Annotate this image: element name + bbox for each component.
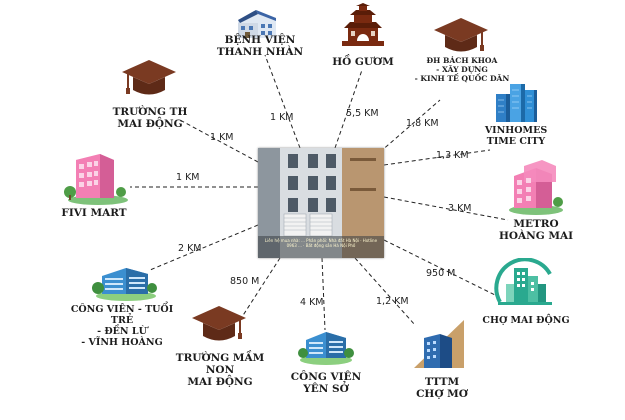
- distance-dh-bach-khoa: 1,8 KM: [406, 118, 439, 129]
- office-building-icon: [92, 262, 158, 306]
- connector-vinhomes-time-city: [383, 149, 491, 166]
- turtle-tower-icon: [340, 3, 386, 51]
- distance-vinhomes-time-city: 1,3 KM: [436, 150, 469, 161]
- connector-tttm-cho-mo: [354, 257, 416, 326]
- distance-fivi-mart: 1 KM: [176, 172, 200, 183]
- hospital-building-icon: [236, 6, 278, 44]
- distance-metro-hoang-mai: 3 KM: [448, 203, 472, 214]
- distance-cong-vien-tuoi-tre: 2 KM: [178, 243, 202, 254]
- place-label-cho-mai-dong: CHỢ MAI ĐỘNG: [482, 315, 570, 326]
- connector-truong-th-mai-dong: [179, 119, 259, 163]
- place-label-cong-vien-tuoi-tre: CÔNG VIÊN - TUỔI TRẺ - ĐỀN LỪ - VĨNH HOÀ…: [70, 304, 174, 348]
- connector-dh-bach-khoa: [379, 99, 441, 153]
- distance-truong-mam-non-mai-dong: 850 M: [230, 276, 260, 287]
- graduation-cap-icon: [190, 304, 248, 350]
- connector-cong-vien-yen-so: [321, 257, 326, 331]
- photo-watermark-text: Liên hệ mua nhà: ... Phân phối: Nhà đất …: [264, 238, 378, 248]
- place-label-fivi-mart: FIVI MART: [61, 207, 127, 219]
- place-label-ho-guom: HỒ GƯƠM: [332, 56, 394, 68]
- mall-tower-icon: [410, 312, 468, 376]
- pink-building-icon: [506, 158, 564, 220]
- place-label-cong-vien-yen-so: CÔNG VIÊN YÊN SỞ: [290, 371, 362, 396]
- distance-ho-guom: 5,5 KM: [346, 108, 379, 119]
- graduation-cap-icon: [432, 16, 490, 60]
- place-label-truong-mam-non-mai-dong: TRƯỜNG MẦM NON MAI ĐỘNG: [175, 352, 265, 389]
- place-label-vinhomes-time-city: VINHOMES TIME CITY: [484, 125, 548, 147]
- connector-metro-hoang-mai: [383, 196, 509, 221]
- distance-benh-vien-thanh-nhan: 1 KM: [270, 112, 294, 123]
- graduation-cap-icon: [120, 58, 178, 104]
- place-label-metro-hoang-mai: METRO HOÀNG MAI: [498, 218, 574, 243]
- connector-benh-vien-thanh-nhan: [264, 54, 301, 149]
- place-label-truong-th-mai-dong: TRƯỜNG TH MAI ĐỘNG: [112, 106, 188, 131]
- distance-cong-vien-yen-so: 4 KM: [300, 297, 324, 308]
- distance-cho-mai-dong: 950 M: [426, 268, 456, 279]
- building-facade-image: [258, 148, 384, 258]
- connector-truong-mam-non-mai-dong: [239, 257, 281, 321]
- market-building-icon: [494, 257, 556, 314]
- place-label-tttm-cho-mo: TTTM CHỢ MƠ: [416, 376, 468, 401]
- center-building-photo: Liên hệ mua nhà: ... Phân phối: Nhà đất …: [258, 148, 384, 258]
- office-building-icon: [298, 326, 354, 370]
- place-label-benh-vien-thanh-nhan: BỆNH VIỆN THANH NHÀN: [216, 34, 304, 59]
- distance-truong-th-mai-dong: 1 KM: [210, 132, 234, 143]
- distance-tttm-cho-mo: 1,2 KM: [376, 296, 409, 307]
- connector-cong-vien-tuoi-tre: [149, 224, 259, 271]
- place-label-dh-bach-khoa: ĐH BÁCH KHOA - XÂY DỰNG - KINH TẾ QUỐC D…: [414, 56, 510, 84]
- pink-building-icon: [62, 150, 128, 210]
- skyscraper-towers-icon: [492, 80, 538, 128]
